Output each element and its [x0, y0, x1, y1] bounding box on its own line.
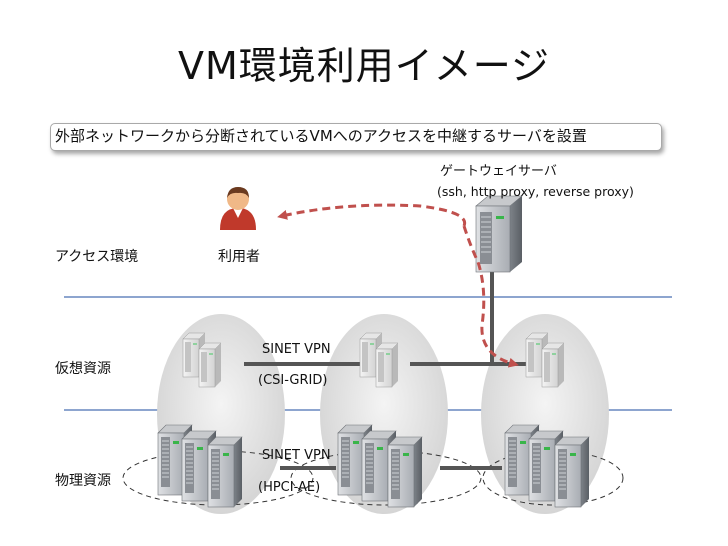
- access-route-arrow: [277, 203, 467, 227]
- user-label: 利用者: [218, 249, 260, 265]
- subtitle-box: [50, 123, 662, 151]
- layer-label-access: アクセス環境: [55, 249, 139, 265]
- cluster-ellipse-right: [482, 450, 624, 506]
- physical-servers-middle: [338, 425, 422, 507]
- network-virtual-sub: (CSI-GRID): [258, 373, 328, 388]
- layer-label-virtual: 仮想資源: [55, 361, 111, 377]
- layer-label-physical: 物理資源: [55, 473, 111, 489]
- network-physical-name: SINET VPN: [262, 448, 331, 463]
- gateway-details: (ssh, http proxy, reverse proxy): [437, 184, 634, 199]
- gateway-server-icon: [475, 195, 523, 273]
- page-title: VM環境利用イメージ: [177, 44, 551, 88]
- network-virtual-name: SINET VPN: [262, 342, 331, 357]
- gateway-label: ゲートウェイサーバ: [440, 164, 557, 179]
- subtitle-text: 外部ネットワークから分断されているVMへのアクセスを中継するサーバを設置: [55, 127, 587, 145]
- user-avatar-icon: [220, 187, 256, 230]
- access-route-arrow-lower: [462, 225, 519, 368]
- network-physical-sub: (HPCI-AE): [258, 480, 321, 495]
- physical-servers-right: [505, 425, 589, 507]
- physical-servers-left: [158, 425, 242, 507]
